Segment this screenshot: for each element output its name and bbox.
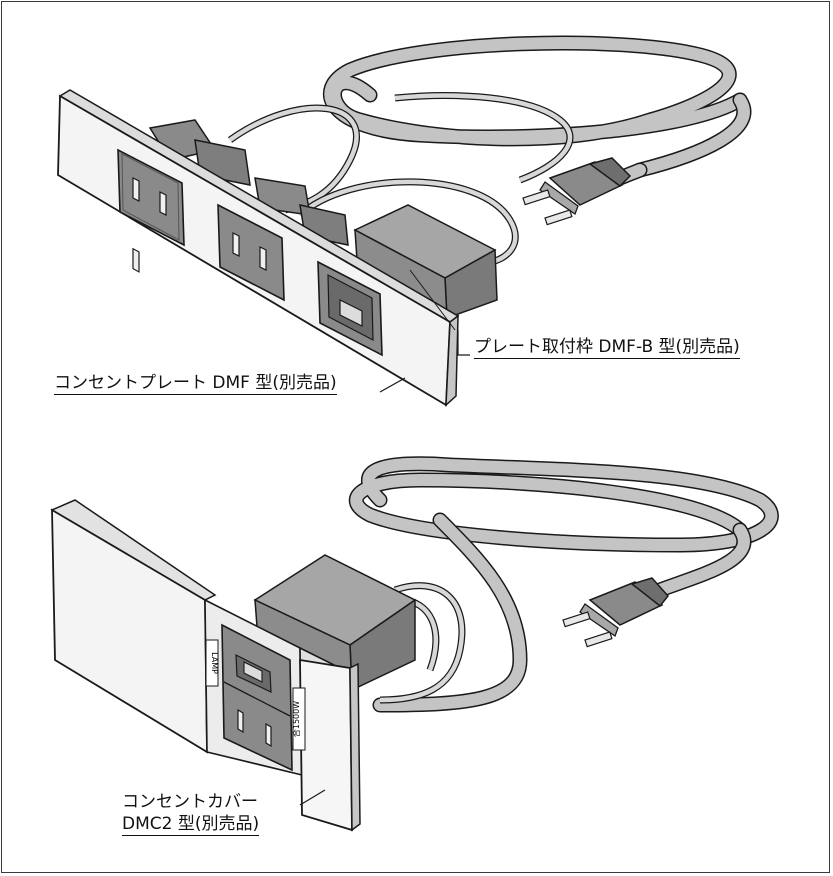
rating-label: 合1500W: [291, 701, 301, 737]
outlet-plate-top: [57, 89, 460, 407]
lamp-mark: LAMP: [205, 639, 219, 687]
label-outlet-plate: コンセントプレート DMF 型(別売品): [54, 373, 337, 395]
plug-bottom: [562, 577, 669, 648]
lamp-label: LAMP: [210, 652, 219, 674]
rating-mark: 合1500W: [291, 687, 306, 751]
label-outlet-cover-line1: コンセントカバー: [122, 792, 258, 812]
usb-box-top: [353, 204, 498, 320]
power-cord-top: [227, 35, 752, 266]
plug-top: [522, 157, 632, 226]
plate-frame-bottom: [204, 598, 361, 832]
power-cord-bottom: [348, 456, 779, 713]
outlet-cover-plate: [50, 499, 217, 754]
top-assembly: [57, 35, 752, 407]
slot: [132, 247, 140, 273]
bottom-assembly: [50, 456, 779, 832]
label-plate-frame: プレート取付枠 DMF-B 型(別売品): [474, 337, 740, 359]
label-outlet-cover-line2: DMC2 型(別売品): [122, 814, 260, 836]
